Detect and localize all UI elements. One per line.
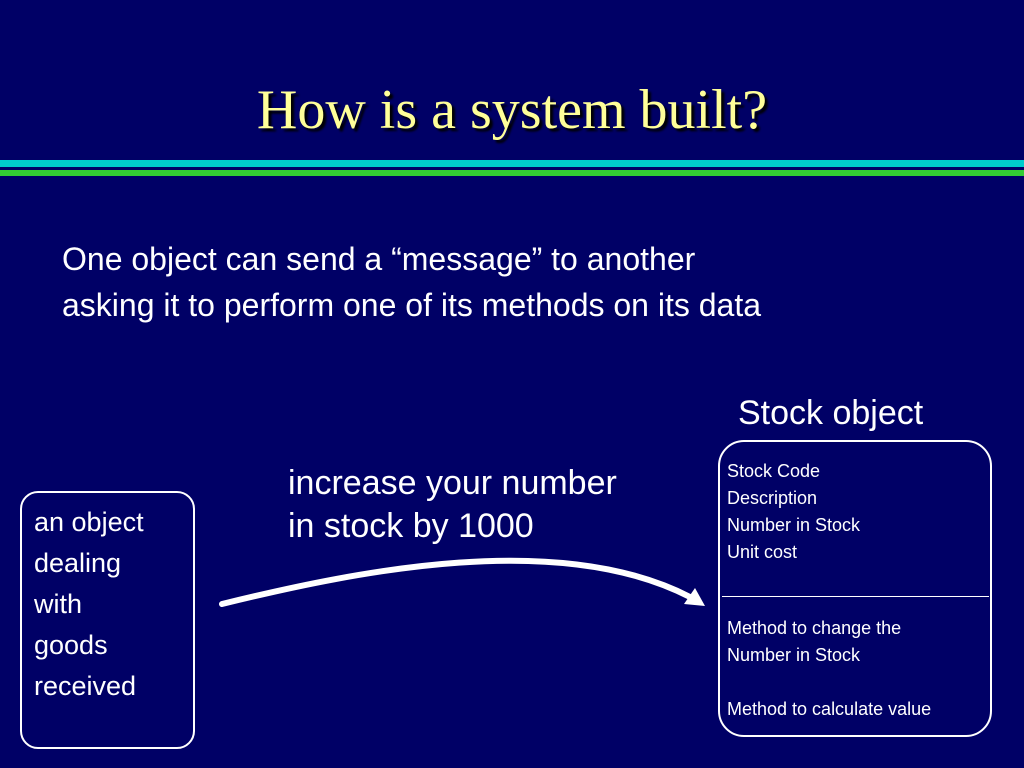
intro-line: One object can send a “message” to anoth… — [62, 241, 696, 277]
intro-text: One object can send a “message” to anoth… — [62, 236, 982, 328]
sender-line: goods — [34, 630, 108, 660]
sender-object-box — [20, 491, 195, 749]
title-rule-gap — [0, 167, 1024, 170]
intro-line: asking it to perform one of its methods … — [62, 287, 762, 323]
message-line: increase your number — [288, 464, 617, 502]
method-item: Number in Stock — [727, 645, 861, 665]
attribute-item: Description — [727, 488, 818, 508]
attribute-item: Stock Code — [727, 461, 821, 481]
stock-object-box — [718, 440, 992, 737]
attributes-methods-divider — [722, 596, 989, 597]
attribute-item: Unit cost — [727, 542, 798, 562]
method-item: Method to change the — [727, 618, 902, 638]
stock-object-caption: Stock object — [738, 394, 924, 432]
method-spacer — [727, 669, 931, 696]
sender-object-text: an object dealing with goods received — [34, 502, 144, 707]
sender-line: an object — [34, 507, 144, 537]
message-label: increase your number in stock by 1000 — [288, 462, 617, 548]
stock-attributes: Stock Code Description Number in Stock U… — [727, 458, 860, 566]
title-rule-green — [0, 170, 1024, 176]
message-arrow-curve — [219, 557, 693, 607]
slide-title: How is a system built? — [256, 79, 768, 141]
method-item: Method to calculate value — [727, 699, 932, 719]
sender-line: received — [34, 671, 137, 701]
attribute-item: Number in Stock — [727, 515, 861, 535]
arrowhead-icon — [684, 588, 705, 606]
title-rule-cyan — [0, 160, 1024, 167]
stock-methods: Method to change the Number in Stock Met… — [727, 615, 931, 723]
sender-line: with — [34, 589, 83, 619]
sender-line: dealing — [34, 548, 122, 578]
message-line: in stock by 1000 — [288, 507, 534, 545]
